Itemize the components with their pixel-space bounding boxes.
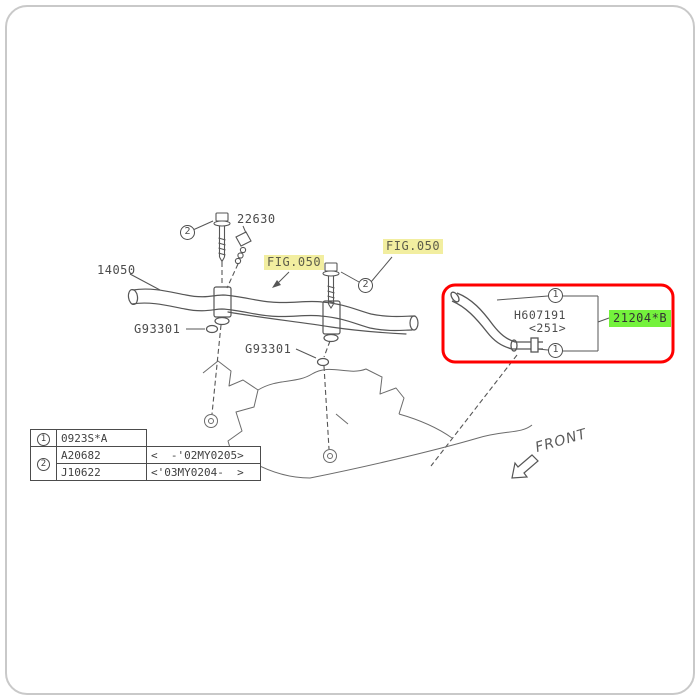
pipe-assembly-art <box>127 286 419 367</box>
label-g93301-right: G93301 <box>245 342 292 356</box>
highlighted-part-21204B[interactable]: 21204*B <box>609 310 672 327</box>
sensor-22630-art <box>234 231 252 265</box>
label-g93301-left: G93301 <box>134 322 181 336</box>
label-part-22630: 22630 <box>237 212 276 226</box>
legend-row-2: 2 A20682 < -'02MY0205> <box>30 446 261 481</box>
legend-code-a20682: A20682 <box>56 446 147 464</box>
hose-21204-art <box>450 291 543 353</box>
callout-1-bottom: 1 <box>548 343 563 358</box>
gasket-ring-left <box>205 324 219 334</box>
bolt-left-art <box>213 212 231 263</box>
callout-2-left: 2 <box>180 225 195 240</box>
fig-050-link-left[interactable]: FIG.050 <box>264 255 325 270</box>
legend-range-a20682: < -'02MY0205> <box>146 446 261 464</box>
dashed-lines <box>211 262 518 467</box>
fig-arrowhead <box>272 280 281 288</box>
front-arrow-icon <box>511 454 539 479</box>
label-h607191: H607191 <box>514 308 566 322</box>
fig-050-link-right[interactable]: FIG.050 <box>383 239 444 254</box>
legend-marker-1: 1 <box>37 432 50 446</box>
engine-grommet-left <box>204 414 218 428</box>
gasket-ring-right <box>316 357 330 367</box>
engine-outline-art <box>202 360 533 479</box>
legend-code-j10622: J10622 <box>56 463 147 481</box>
legend-table: 1 0923S*A 2 A20682 < -'02MY0205> J10622 … <box>30 429 261 481</box>
callout-2-right: 2 <box>358 278 373 293</box>
engine-grommet-right <box>323 449 337 463</box>
legend-marker-2: 2 <box>37 458 50 471</box>
legend-code-0923sa: 0923S*A <box>56 429 147 447</box>
page-border <box>5 5 695 695</box>
callout-bracket-lines <box>496 295 610 352</box>
leader-lines <box>129 220 393 359</box>
legend-row-1: 1 0923S*A <box>30 429 261 447</box>
bolt-right-art <box>322 262 340 310</box>
callout-1-top: 1 <box>548 288 563 303</box>
legend-range-j10622: <'03MY0204- > <box>146 463 261 481</box>
legend-row-3: J10622 <'03MY0204- > <box>31 463 261 481</box>
legend-ghost-cell <box>147 430 261 447</box>
red-highlight-box <box>441 283 675 364</box>
label-qty-251: <251> <box>529 321 567 335</box>
label-part-14050: 14050 <box>97 263 136 277</box>
